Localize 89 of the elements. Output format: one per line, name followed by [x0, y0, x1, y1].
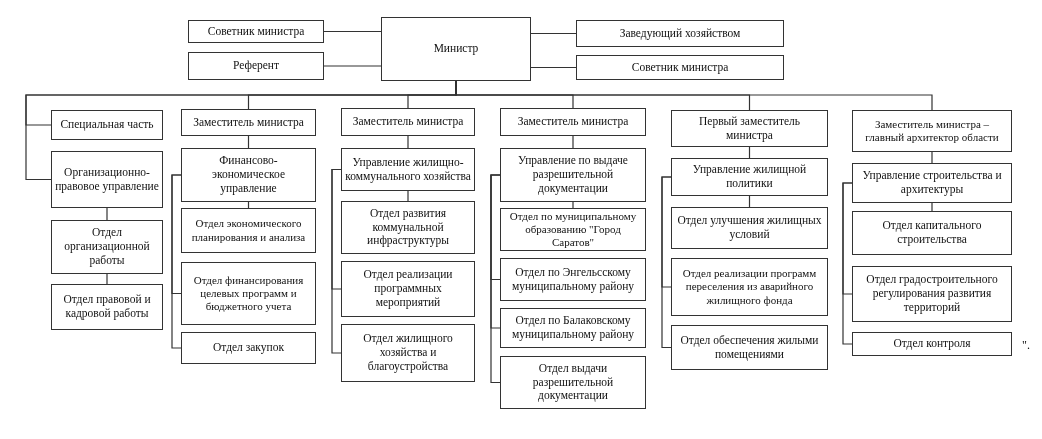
org-unit-box	[341, 148, 475, 191]
unit-name: Управление строительства и архитектуры	[861, 169, 1003, 197]
unit-name: Организационно-правовое управление	[55, 165, 159, 194]
org-unit-box	[576, 20, 784, 47]
connector-line	[490, 174, 501, 384]
org-unit-box	[852, 211, 1012, 255]
connector-line	[323, 65, 382, 67]
unit-name: Заместитель министра	[193, 115, 304, 130]
org-unit-box	[671, 258, 828, 316]
unit-name: Первый заместитель министра	[697, 114, 802, 143]
org-unit-box	[51, 220, 163, 274]
connector-line	[661, 176, 672, 349]
unit-name: Отдел реализации программ переселения из аварийного жилищного фонда	[681, 267, 818, 307]
connector-line	[407, 190, 409, 202]
unit-name: Отдел улучшения жилищных условий	[676, 214, 823, 242]
unit-name: Отдел правовой и кадровой работы	[62, 293, 152, 321]
unit-name: Отдел контроля	[893, 337, 971, 351]
org-unit-box	[500, 208, 646, 251]
unit-name: Финансово-экономическое управление	[210, 154, 287, 196]
org-unit-box	[341, 201, 475, 254]
org-unit-box	[671, 325, 828, 370]
unit-name: Заместитель министра – главный архитектор области	[864, 117, 1000, 145]
unit-name: Специальная часть	[60, 118, 154, 132]
connector-line	[331, 168, 342, 354]
org-unit-box	[671, 158, 828, 196]
org-unit-box	[500, 356, 646, 409]
unit-name: Отдел закупок	[212, 341, 285, 355]
connector-line	[323, 30, 382, 33]
connector-line	[931, 151, 933, 164]
connector-line	[572, 201, 574, 209]
connector-line	[931, 202, 933, 212]
org-unit-box	[852, 163, 1012, 203]
connector-line	[407, 135, 409, 149]
org-unit-box	[852, 266, 1012, 322]
org-unit-box	[500, 258, 646, 301]
org-unit-box	[671, 110, 828, 147]
unit-name: Отдел организационной работы	[63, 226, 151, 268]
unit-name: Заведующий хозяйством	[619, 26, 741, 41]
org-unit-box	[181, 148, 316, 202]
unit-name: Отдел жилищного хозяйства и благоустройства	[362, 332, 454, 374]
org-unit-box	[188, 20, 324, 43]
org-unit-box	[341, 324, 475, 382]
connector-line	[842, 182, 853, 345]
org-unit-box	[341, 108, 475, 136]
org-unit-box	[576, 55, 784, 80]
org-unit-box	[500, 308, 646, 348]
unit-name: Управление по выдаче разрешительной документации	[517, 154, 629, 196]
org-unit-box	[51, 110, 163, 140]
unit-name: Отдел по муниципальному образованию "Город Саратов"	[508, 209, 638, 250]
connector-line	[247, 201, 250, 209]
connector-line	[530, 32, 577, 35]
unit-name: Отдел реализации программных мероприятий	[362, 268, 454, 310]
unit-name: Отдел градостроительного регулирования развития территорий	[865, 273, 999, 315]
org-unit-box	[671, 207, 828, 249]
connector-line	[171, 174, 182, 349]
unit-name: Заместитель министра	[517, 115, 629, 129]
unit-name: Советник министра	[631, 60, 729, 75]
connector-line	[572, 135, 574, 149]
unit-name: Отдел по Энгельсскому муниципальному району	[510, 265, 636, 294]
org-unit-box	[188, 52, 324, 80]
unit-name: Отдел финансирования целевых программ и бюджетного учета	[192, 273, 305, 314]
org-unit-box	[181, 109, 316, 136]
org-unit-box	[500, 148, 646, 202]
org-unit-box	[181, 332, 316, 364]
connector-line	[106, 207, 108, 221]
unit-name: Отдел обеспечения жилыми помещениями	[679, 333, 820, 362]
org-unit-box	[341, 261, 475, 317]
org-unit-box	[51, 284, 163, 330]
unit-name: Заместитель министра	[352, 115, 464, 129]
note-text: ".	[1022, 338, 1030, 353]
unit-name: Отдел развития коммунальной инфраструктуры	[366, 206, 450, 249]
connector-line	[106, 273, 108, 285]
unit-name: Управление жилищной политики	[691, 163, 808, 191]
org-unit-box	[181, 262, 316, 325]
unit-name: Отдел выдачи разрешительной документации	[531, 361, 615, 404]
unit-name: Отдел капитального строительства	[881, 219, 983, 247]
unit-name: Министр	[433, 42, 479, 56]
unit-name: Отдел экономического планирования и анализа	[190, 217, 307, 244]
org-unit-box	[381, 17, 531, 81]
org-unit-box	[181, 208, 316, 253]
unit-name: Управление жилищно-коммунального хозяйства	[345, 155, 471, 184]
org-unit-box	[51, 151, 163, 208]
unit-name: Советник министра	[207, 24, 305, 39]
connector-line	[530, 66, 577, 69]
org-unit-box	[500, 108, 646, 136]
unit-name: Референт	[232, 59, 280, 73]
unit-name: Отдел по Балаковскому муниципальному району	[510, 314, 636, 342]
org-unit-box	[852, 110, 1012, 152]
org-unit-box	[852, 332, 1012, 356]
